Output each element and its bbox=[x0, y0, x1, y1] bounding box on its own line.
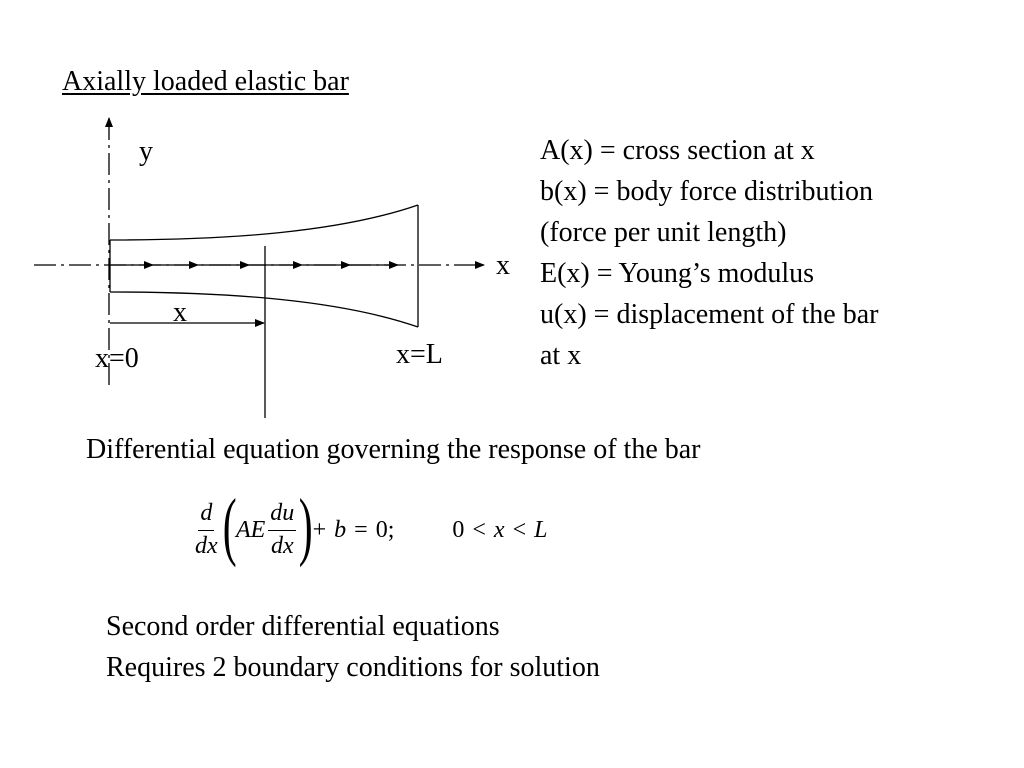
ae-term: AE bbox=[235, 516, 266, 543]
zero-value: 0 bbox=[375, 516, 388, 543]
equals-sign: = bbox=[354, 516, 368, 543]
dx-denominator: dx bbox=[195, 532, 218, 559]
b-term: b bbox=[334, 516, 347, 543]
x-axis-label: x bbox=[496, 250, 510, 281]
less-than-2: < bbox=[512, 516, 527, 543]
definition-body-force: b(x) = body force distribution bbox=[540, 176, 874, 207]
domain-upper: L bbox=[534, 516, 548, 543]
definition-displacement-cont: at x bbox=[540, 340, 582, 371]
definition-body-force-note: (force per unit length) bbox=[540, 217, 787, 248]
d-numerator: d bbox=[198, 500, 215, 531]
note-second-order: Second order differential equations bbox=[106, 611, 500, 642]
bar-top-edge bbox=[109, 204, 419, 241]
y-axis-label: y bbox=[139, 136, 153, 167]
du-dx-fraction: du dx bbox=[268, 500, 297, 560]
domain-lower: 0 bbox=[452, 516, 465, 543]
definition-cross-section: A(x) = cross section at x bbox=[540, 135, 815, 166]
right-paren: ) bbox=[298, 484, 313, 568]
equation-heading: Differential equation governing the resp… bbox=[86, 434, 701, 465]
bar-bottom-edge bbox=[109, 291, 419, 328]
note-boundary-conditions: Requires 2 boundary conditions for solut… bbox=[106, 652, 600, 683]
du-numerator: du bbox=[268, 500, 297, 531]
less-than-1: < bbox=[472, 516, 486, 543]
d-dx-fraction: d dx bbox=[193, 500, 220, 560]
semicolon: ; bbox=[387, 516, 395, 543]
right-end-label: x=L bbox=[396, 339, 443, 370]
governing-equation: d dx ( AE du dx ) + b = 0 ; 0 < x < L bbox=[190, 488, 547, 572]
dx-denominator: dx bbox=[270, 532, 294, 559]
x-dimension-label: x bbox=[173, 297, 187, 328]
definitions-list: A(x) = cross section at x b(x) = body fo… bbox=[540, 130, 878, 376]
domain-x: x bbox=[493, 516, 505, 543]
notes-list: Second order differential equations Requ… bbox=[106, 606, 600, 688]
left-paren: ( bbox=[222, 484, 237, 568]
definition-displacement: u(x) = displacement of the bar bbox=[540, 299, 879, 330]
slide-title: Axially loaded elastic bar bbox=[62, 66, 349, 97]
plus-sign: + bbox=[312, 516, 327, 543]
definition-youngs-modulus: E(x) = Young’s modulus bbox=[540, 258, 815, 289]
left-end-label: x=0 bbox=[95, 343, 139, 374]
